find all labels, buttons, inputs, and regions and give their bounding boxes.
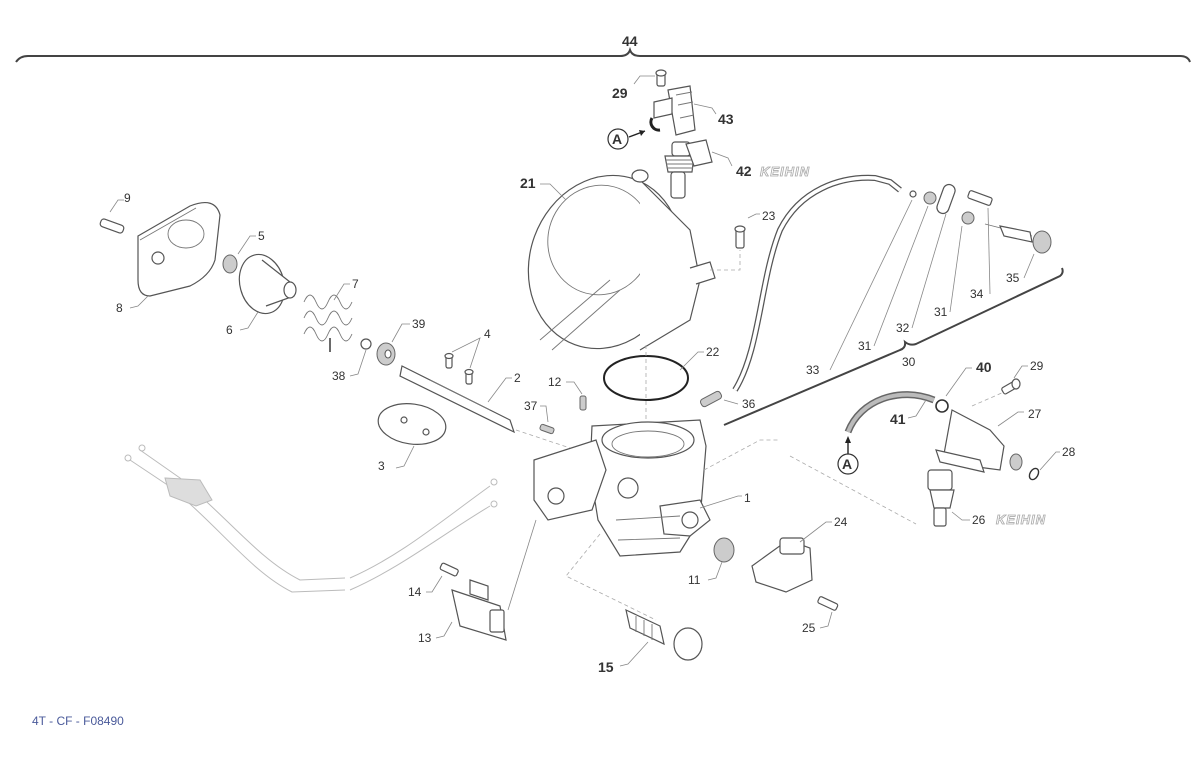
callout-27[interactable]: 27: [1028, 407, 1042, 421]
callout-8[interactable]: 8: [116, 301, 123, 315]
callout-30[interactable]: 30: [902, 355, 916, 369]
part-25-screw[interactable]: [817, 596, 839, 611]
part-27-fuel-rail[interactable]: [935, 409, 1023, 473]
part-37-pin[interactable]: [539, 423, 555, 435]
callout-32[interactable]: 32: [896, 321, 910, 335]
part-26-injector[interactable]: [927, 469, 955, 527]
part-14-screw[interactable]: [439, 562, 459, 577]
part-32-plate[interactable]: [935, 183, 957, 215]
callout-39[interactable]: 39: [412, 317, 426, 331]
part-13-map-sensor[interactable]: [451, 579, 507, 641]
part-8-cover[interactable]: [137, 201, 221, 297]
part-4-screw-a[interactable]: [444, 352, 454, 369]
part-5-bushing[interactable]: [222, 254, 238, 274]
callout-34[interactable]: 34: [970, 287, 984, 301]
callout-25[interactable]: 25: [802, 621, 816, 635]
callout-29-top[interactable]: 29: [612, 85, 628, 101]
callout-35[interactable]: 35: [1006, 271, 1020, 285]
reference-marker-a-top[interactable]: A: [607, 128, 646, 150]
callout-40[interactable]: 40: [976, 359, 992, 375]
callout-3[interactable]: 3: [378, 459, 385, 473]
part-24-tps-sensor[interactable]: [751, 537, 813, 593]
part-33-clip[interactable]: [909, 190, 917, 198]
part-29-screw-right[interactable]: [1001, 378, 1021, 395]
callout-22[interactable]: 22: [706, 345, 720, 359]
callout-7[interactable]: 7: [352, 277, 359, 291]
keihin-logo: KEIHIN: [760, 164, 810, 179]
part-36-spring[interactable]: [699, 390, 723, 408]
part-1-throttle-body[interactable]: [533, 419, 711, 557]
part-39-bearing[interactable]: [376, 342, 396, 366]
part-15-temp-sensor[interactable]: [625, 608, 703, 661]
callout-37[interactable]: 37: [524, 399, 538, 413]
part-12-pin[interactable]: [579, 395, 587, 411]
figure-code: 4T - CF - F08490: [32, 714, 124, 728]
part-23-screw[interactable]: [734, 225, 746, 249]
part-6-pulley[interactable]: [233, 249, 297, 318]
callout-13[interactable]: 13: [418, 631, 432, 645]
part-28-o-ring[interactable]: [1028, 467, 1041, 481]
callout-42[interactable]: 42: [736, 163, 752, 179]
part-34-screw[interactable]: [967, 190, 993, 206]
callout-6[interactable]: 6: [226, 323, 233, 337]
assembly-bracket: 44: [15, 33, 1191, 63]
callout-9[interactable]: 9: [124, 191, 131, 205]
part-3-throttle-plate[interactable]: [376, 399, 449, 448]
part-43-sensor[interactable]: [649, 85, 696, 136]
throttle-cables: [124, 444, 498, 593]
svg-text:A: A: [612, 131, 622, 147]
callout-24[interactable]: 24: [834, 515, 848, 529]
part-42-injector[interactable]: [664, 139, 713, 199]
part-7-return-spring[interactable]: [303, 294, 353, 352]
callout-21[interactable]: 21: [520, 175, 536, 191]
part-9-screw[interactable]: [99, 218, 125, 234]
part-21-intake-housing[interactable]: [504, 154, 716, 371]
part-35-idle-screw[interactable]: [984, 223, 1052, 254]
callout-31-a[interactable]: 31: [858, 339, 872, 353]
callout-28[interactable]: 28: [1062, 445, 1076, 459]
svg-text:A: A: [842, 456, 852, 472]
part-38-washer[interactable]: [360, 338, 372, 350]
part-31-washer-b[interactable]: [961, 211, 975, 225]
part-4-screw-b[interactable]: [464, 368, 474, 385]
callout-5[interactable]: 5: [258, 229, 265, 243]
callout-14[interactable]: 14: [408, 585, 422, 599]
part-31-washer-a[interactable]: [923, 191, 937, 205]
part-11-bushing[interactable]: [713, 537, 735, 563]
callout-29-right[interactable]: 29: [1030, 359, 1044, 373]
callout-4[interactable]: 4: [484, 327, 491, 341]
callout-15[interactable]: 15: [598, 659, 614, 675]
part-29-screw-top[interactable]: [655, 69, 667, 87]
callout-31-b[interactable]: 31: [934, 305, 948, 319]
callout-33[interactable]: 33: [806, 363, 820, 377]
callout-43[interactable]: 43: [718, 111, 734, 127]
part-2-throttle-shaft[interactable]: [399, 365, 516, 434]
callout-23[interactable]: 23: [762, 209, 776, 223]
callout-38[interactable]: 38: [332, 369, 346, 383]
reference-marker-a-right[interactable]: A: [837, 436, 859, 475]
callout-2[interactable]: 2: [514, 371, 521, 385]
callout-1[interactable]: 1: [744, 491, 751, 505]
callout-36[interactable]: 36: [742, 397, 756, 411]
hose-upper[interactable]: [732, 174, 902, 392]
callout-41[interactable]: 41: [890, 411, 906, 427]
subassembly-bracket: 30: [723, 267, 1064, 426]
callout-11[interactable]: 11: [688, 573, 701, 587]
keihin-logo-right: KEIHIN: [996, 512, 1046, 527]
part-40-o-ring[interactable]: [935, 399, 949, 413]
part-41-fuel-hose[interactable]: [844, 391, 936, 434]
callout-44[interactable]: 44: [622, 33, 638, 49]
callout-12[interactable]: 12: [548, 375, 562, 389]
callout-26[interactable]: 26: [972, 513, 986, 527]
